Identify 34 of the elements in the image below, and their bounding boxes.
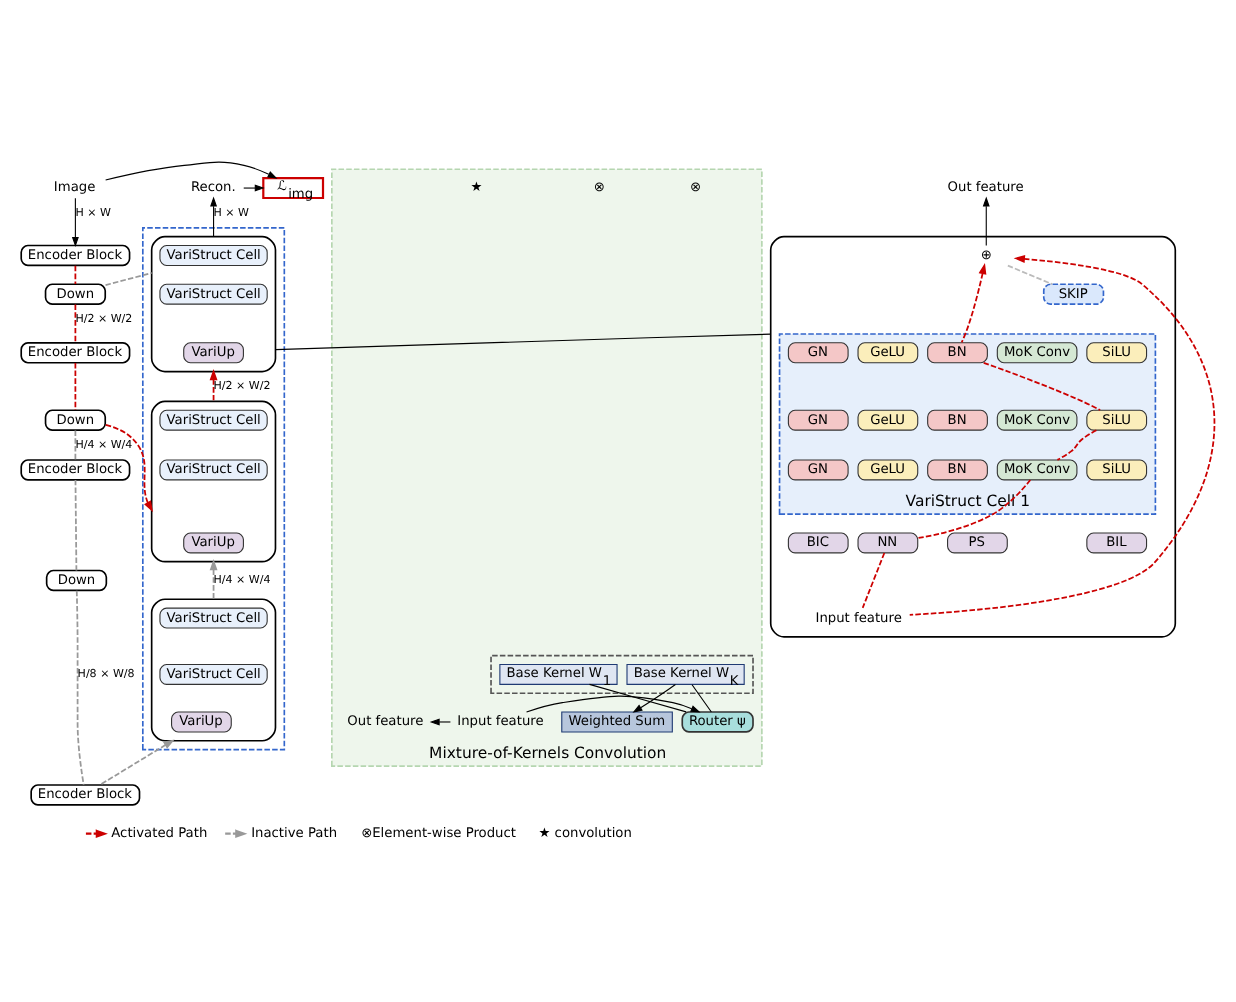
connector (589, 682, 687, 712)
arrow (105, 160, 278, 180)
arrow (71, 196, 79, 247)
arrow (210, 195, 218, 237)
connector (861, 551, 886, 608)
connector (104, 271, 153, 285)
cluster (490, 653, 754, 694)
arrow (982, 195, 990, 245)
connector (1006, 263, 1054, 285)
arrow (960, 261, 987, 343)
arrow (526, 694, 701, 712)
connector (74, 361, 77, 410)
arrow (99, 738, 175, 785)
connector (1056, 428, 1098, 460)
connector (74, 428, 77, 460)
cluster (769, 234, 1177, 637)
arrow (104, 422, 153, 512)
arrow (908, 254, 1216, 615)
cluster (150, 234, 277, 372)
cluster (150, 597, 277, 741)
connector (74, 263, 77, 284)
connector (74, 478, 78, 571)
connector (274, 332, 772, 350)
connector (917, 478, 1032, 538)
arrow (209, 558, 218, 600)
connector (691, 683, 712, 712)
connector (74, 302, 77, 343)
arrow (632, 682, 676, 712)
connector (982, 360, 1102, 410)
arrow (209, 367, 218, 402)
arrow (429, 717, 451, 725)
arrow (243, 183, 265, 191)
connector (75, 588, 85, 785)
cluster (150, 399, 277, 562)
